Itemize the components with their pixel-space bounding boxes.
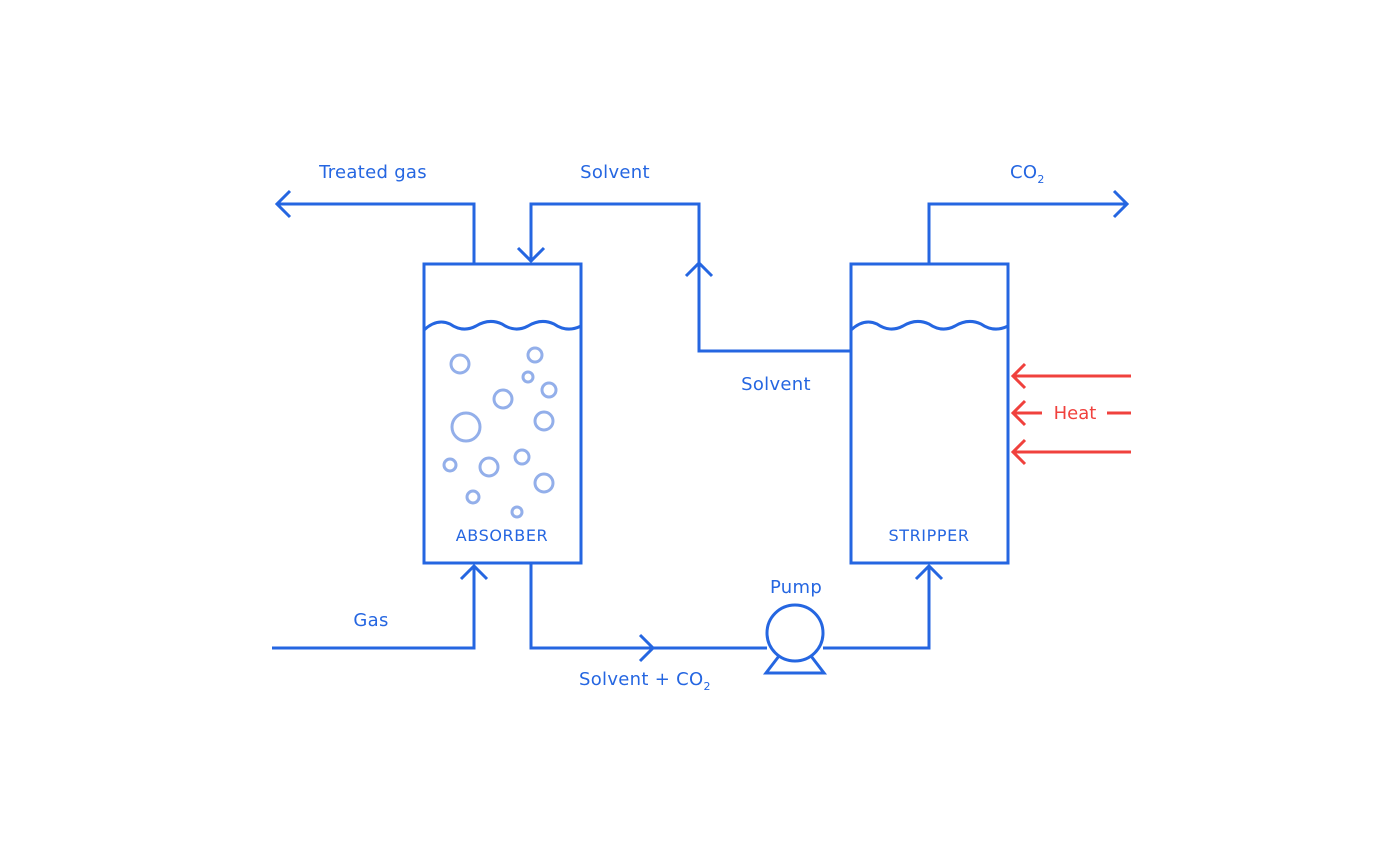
- absorber-vessel: ABSORBER: [422, 262, 583, 565]
- stripper-vessel: STRIPPER: [849, 262, 1010, 565]
- solvent-mid-label: Solvent: [741, 374, 811, 395]
- solvent-co2-label: Solvent + CO2: [579, 669, 711, 693]
- gas-label: Gas: [353, 610, 388, 631]
- solvent-top-label: Solvent: [580, 162, 650, 183]
- treated-gas-line: [274, 189, 476, 264]
- co2-top-label: CO2: [1010, 162, 1045, 186]
- co2-outlet-line: [927, 189, 1130, 264]
- pump-icon: [762, 603, 828, 675]
- absorber-label: ABSORBER: [456, 526, 549, 545]
- pump-label: Pump: [770, 577, 822, 598]
- gas-inlet-line: [272, 563, 489, 650]
- solvent-return-line: [516, 202, 850, 353]
- heat-label: Heat: [1054, 403, 1097, 424]
- absorber-bubbles: [442, 346, 558, 519]
- treated-gas-label: Treated gas: [318, 162, 427, 183]
- stripper-label: STRIPPER: [888, 526, 969, 545]
- rich-solvent-line: [529, 563, 944, 663]
- heat-arrows: [1010, 362, 1131, 466]
